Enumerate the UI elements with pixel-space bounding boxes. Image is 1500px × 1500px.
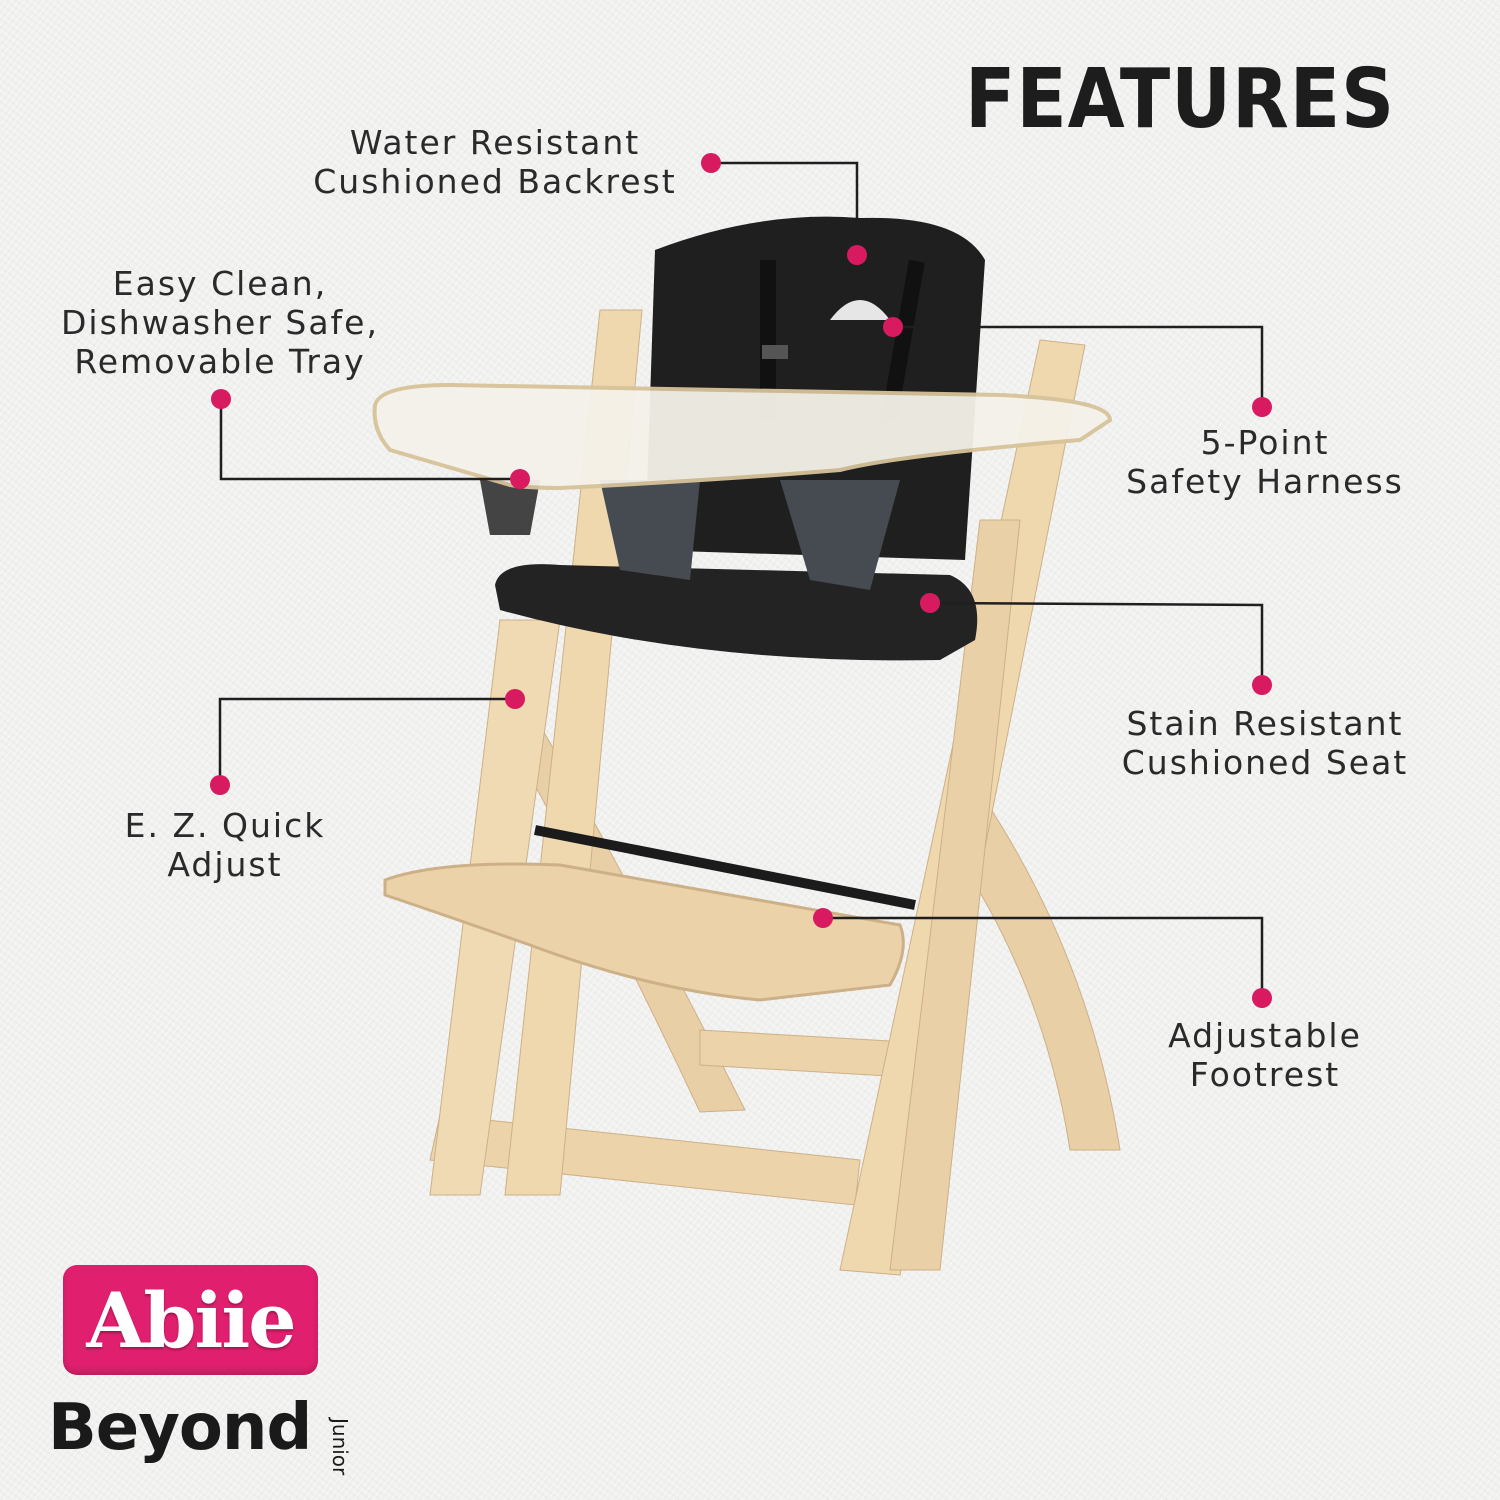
feature-label-seat: Stain Resistant Cushioned Seat [1121, 704, 1409, 782]
feature-label-harness: 5-Point Safety Harness [1126, 423, 1404, 501]
leg-divider-left [480, 480, 540, 535]
callout-dot [210, 775, 230, 795]
feature-label-footrest: Adjustable Footrest [1168, 1016, 1362, 1094]
chair-crossbar-lower [429, 1114, 861, 1206]
footrest [383, 862, 905, 1002]
leg-divider-mid [600, 480, 700, 580]
callout-line-seat [929, 601, 1264, 685]
callout-dot [1252, 397, 1272, 417]
harness-buckle [762, 345, 788, 359]
callout-dot [1252, 988, 1272, 1008]
feature-label-quick-adjust: E. Z. Quick Adjust [124, 806, 326, 884]
harness-strap-left [760, 260, 776, 420]
callout-dot [505, 689, 525, 709]
callout-dot [813, 908, 833, 928]
callout-line-harness [893, 325, 1264, 407]
callout-dot [211, 389, 231, 409]
leg-divider-right [780, 480, 900, 590]
callout-line-backrest [711, 161, 859, 255]
callout-dot [510, 469, 530, 489]
page-title: FEATURES [965, 52, 1396, 147]
seat-cushion [495, 564, 978, 661]
callout-line-tray [219, 399, 520, 481]
removable-tray [372, 382, 1113, 491]
callout-dot [701, 153, 721, 173]
callout-dot [920, 593, 940, 613]
backrest-cutout [830, 300, 890, 320]
callout-line-quick-adjust [218, 697, 515, 785]
feature-label-backrest: Water Resistant Cushioned Backrest [313, 123, 677, 201]
abiie-logo: Abiie [63, 1265, 318, 1375]
callout-dot [847, 245, 867, 265]
product-suffix: Junior [328, 1418, 352, 1476]
callout-line-footrest [823, 916, 1264, 998]
callout-dot [883, 317, 903, 337]
harness-strap-right [881, 259, 925, 421]
callout-dots [210, 153, 1272, 1008]
callout-lines [218, 161, 1264, 998]
callout-dot [1252, 675, 1272, 695]
product-name: Beyond [48, 1391, 312, 1465]
footrest-bar [534, 825, 916, 910]
chair-rear-leg-right [959, 798, 1121, 1151]
chair-right-frame [889, 519, 1021, 1271]
feature-label-tray: Easy Clean, Dishwasher Safe, Removable T… [61, 264, 379, 381]
